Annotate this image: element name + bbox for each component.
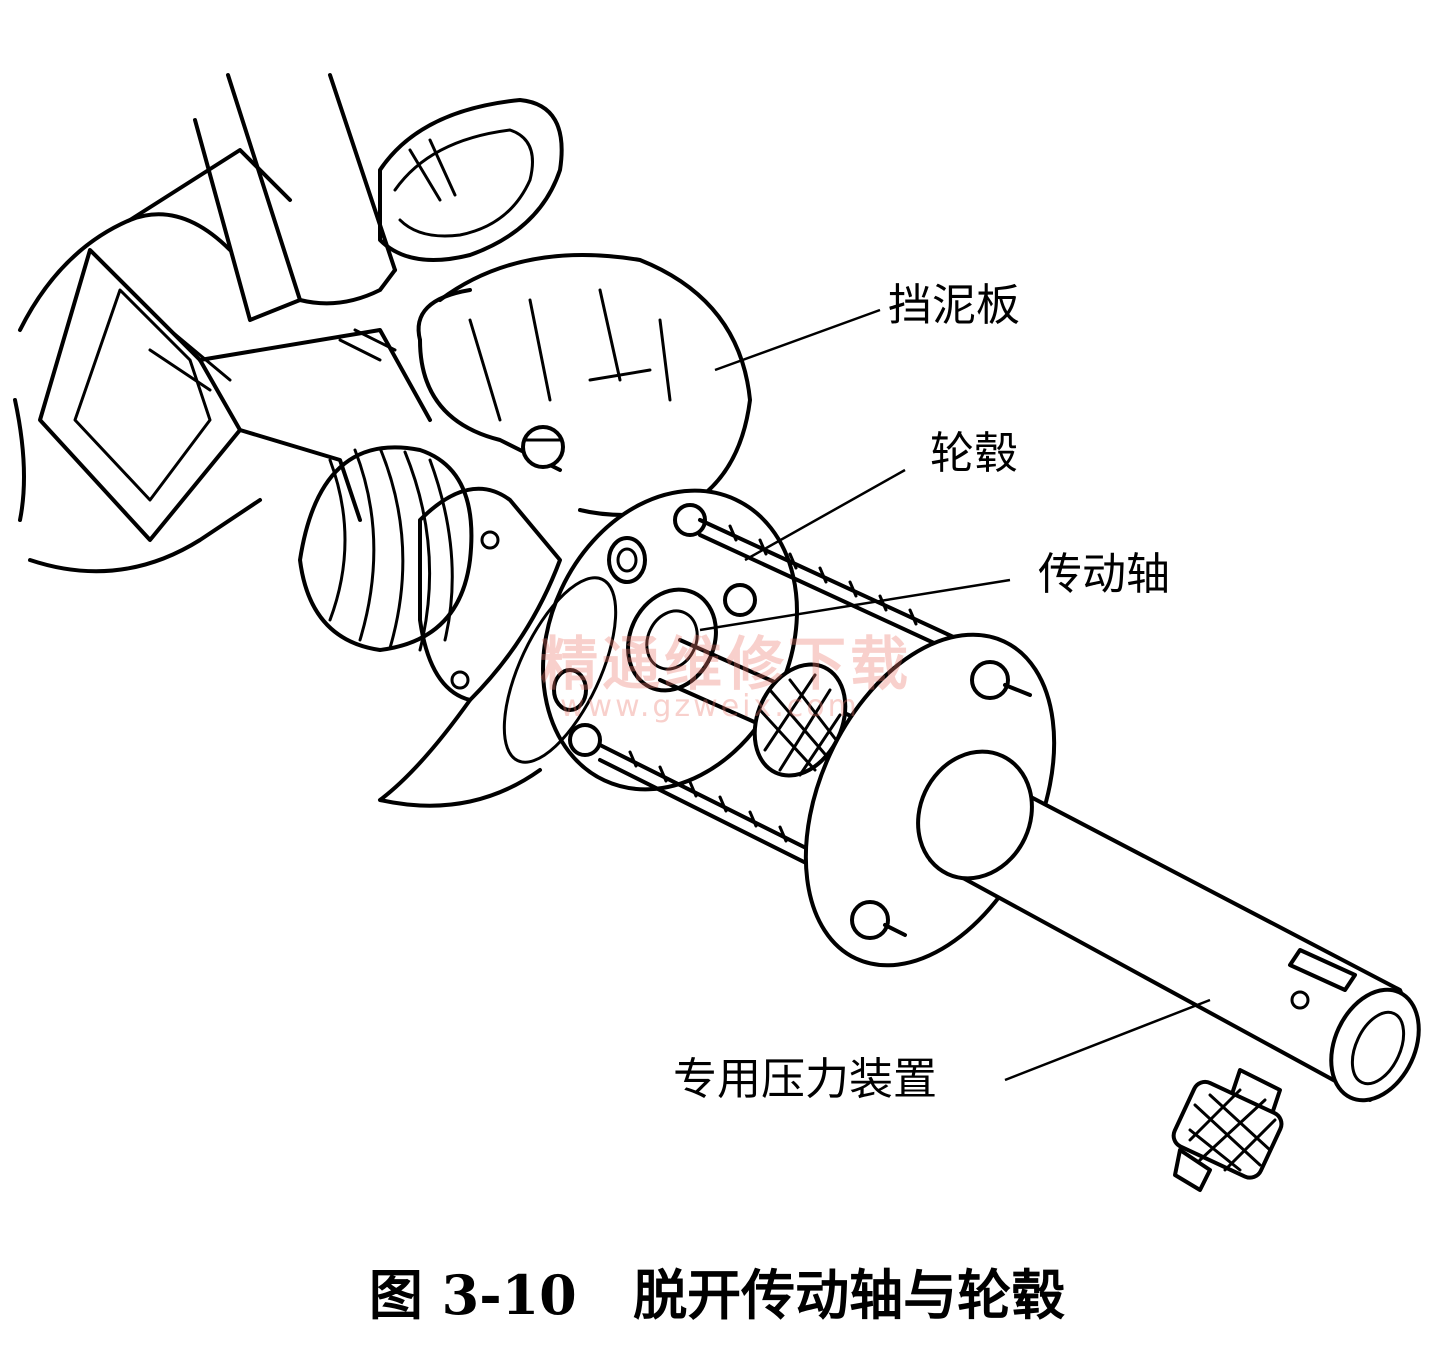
fender-shield — [416, 253, 752, 517]
cv-boot — [298, 445, 474, 652]
press-tool — [803, 632, 1421, 1103]
label-drive-shaft: 传动轴 — [1038, 549, 1170, 600]
leader-hub — [744, 468, 906, 562]
figure-caption: 图 3-10 脱开传动轴与轮毂 — [368, 1263, 1066, 1327]
control-arm — [13, 148, 432, 574]
label-special-press-tool: 专用压力装置 — [673, 1054, 937, 1105]
leader-drive-shaft — [699, 578, 1011, 632]
leader-fender — [714, 308, 881, 372]
hydraulic-fitting — [1171, 1068, 1284, 1192]
leader-lines — [699, 308, 1211, 1082]
label-hub: 轮毂 — [930, 428, 1018, 479]
suspension-strut — [193, 73, 564, 322]
steering-knuckle — [378, 486, 562, 808]
label-fender: 挡泥板 — [888, 280, 1020, 331]
watermark-text: 精通维修下载 — [540, 630, 913, 698]
watermark-url: www.gzweix.com — [560, 689, 860, 724]
leader-press-tool — [1004, 998, 1211, 1082]
